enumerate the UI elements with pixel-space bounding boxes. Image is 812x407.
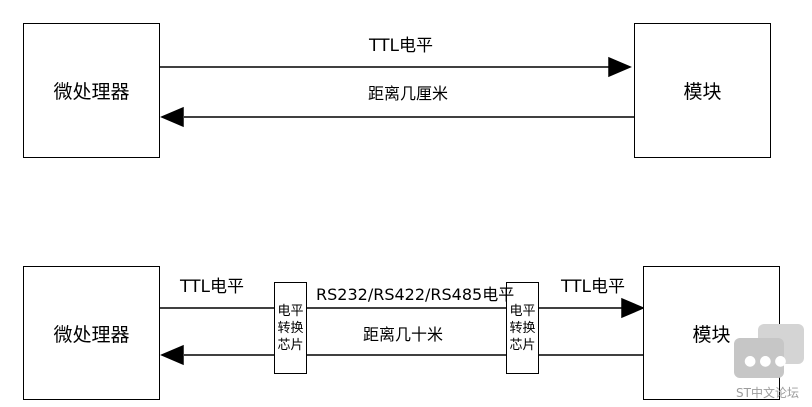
bottom-module-label: 模块 [692,323,731,346]
level-converter-chip-left: 电平 转换 芯片 [274,282,307,374]
bottom-rs-level-label: RS232/RS422/RS485电平 [316,285,515,304]
level-converter-chip-right: 电平 转换 芯片 [506,282,539,374]
chip-right-line-2: 转换 [509,320,536,336]
top-distance-label: 距离几厘米 [368,84,449,103]
bottom-right-ttl-label: TTL电平 [561,277,625,297]
top-microprocessor-box: 微处理器 [23,23,160,158]
top-ttl-label: TTL电平 [369,36,433,56]
bottom-right-arrowhead [621,297,645,319]
chip-left-line-2: 转换 [277,320,304,336]
ellipsis-icon: ●●● [744,353,790,369]
top-module-box: 模块 [634,23,771,158]
watermark-text: ST中文论坛 [736,386,799,400]
chip-right-line-3: 芯片 [509,337,536,353]
top-microprocessor-label: 微处理器 [53,81,130,103]
forum-watermark: ●●● ST中文论坛 [730,324,806,404]
chip-right-line-1: 电平 [509,303,536,319]
bottom-distance-label: 距离几十米 [363,325,444,344]
top-right-arrowhead [608,56,632,78]
bottom-left-ttl-label: TTL电平 [180,277,244,297]
top-left-arrowhead [160,106,184,128]
top-module-label: 模块 [683,81,722,103]
chip-left-line-1: 电平 [277,303,304,319]
chat-bubble-icon [734,338,784,378]
chip-left-line-3: 芯片 [277,337,304,353]
bottom-microprocessor-label: 微处理器 [53,323,130,346]
bottom-left-arrowhead [160,344,184,366]
bottom-microprocessor-box: 微处理器 [23,266,160,400]
